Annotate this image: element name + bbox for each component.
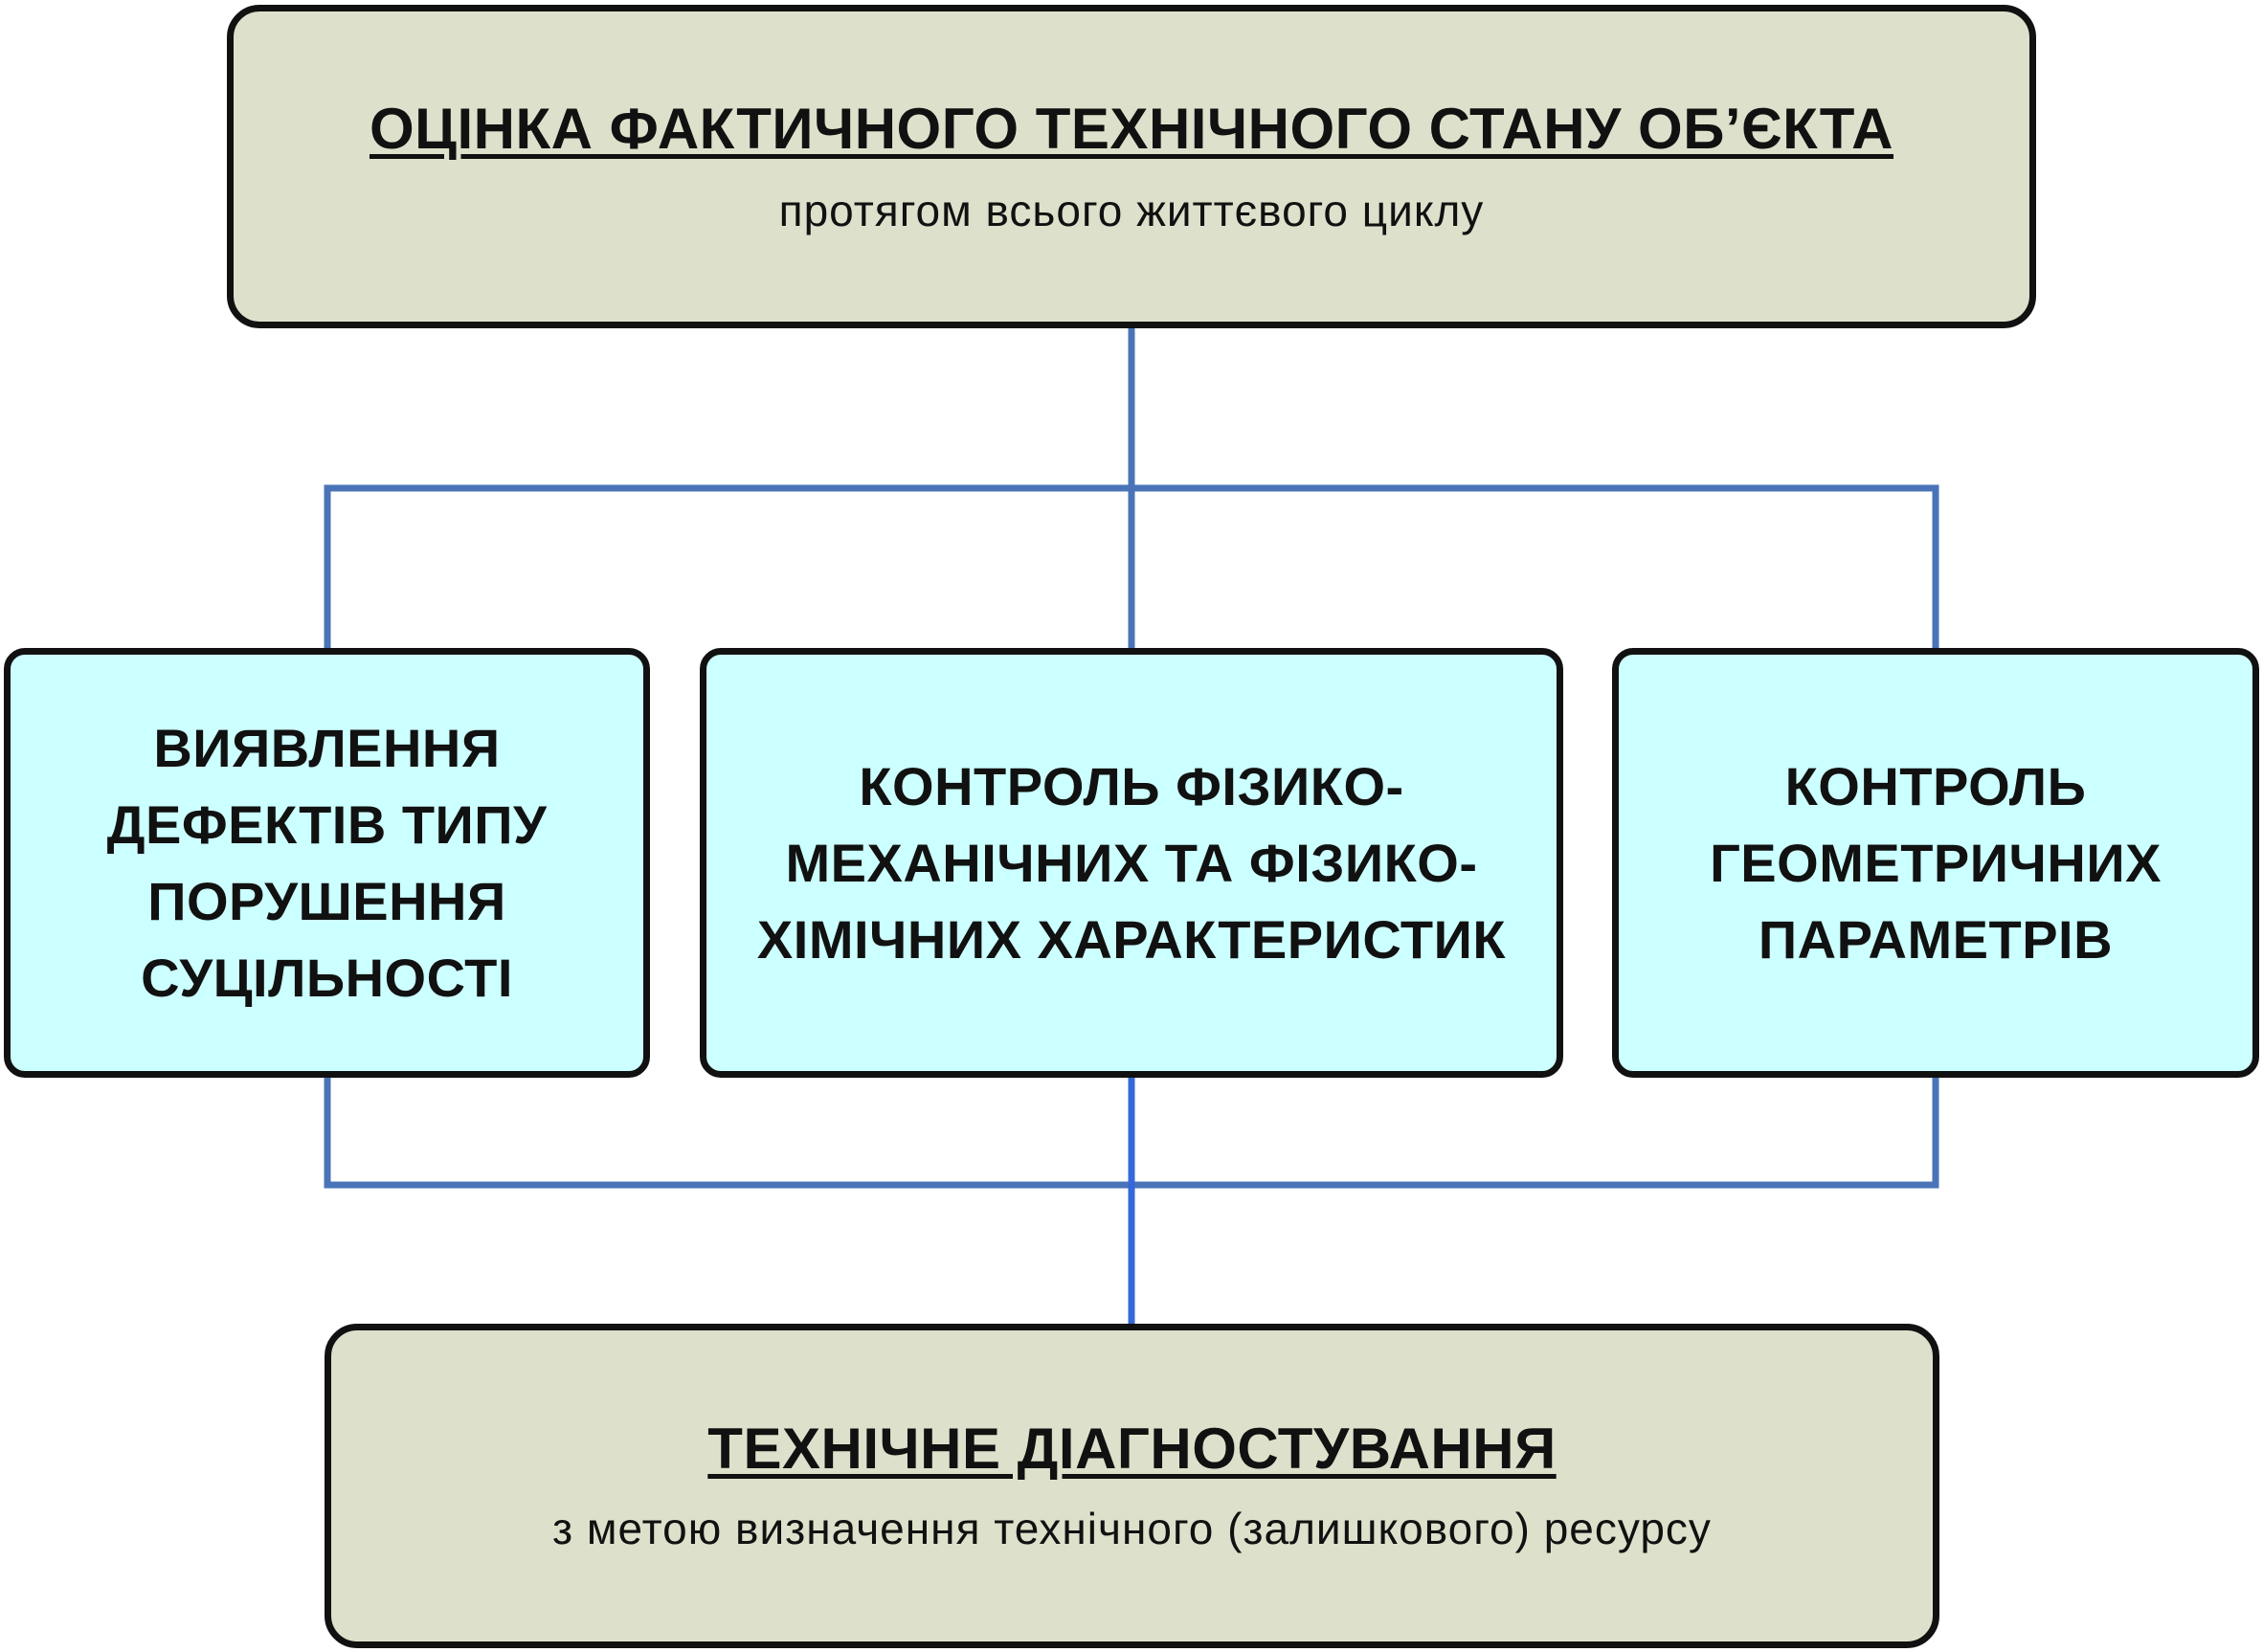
- geometry-control-label: КОНТРОЛЬ ГЕОМЕТРИЧНИХ ПАРАМЕТРІВ: [1710, 748, 2162, 978]
- properties-control-line: МЕХАНІЧНИХ ТА ФІЗИКО-: [785, 832, 1478, 893]
- assessment-box: ОЦІНКА ФАКТИЧНОГО ТЕХНІЧНОГО СТАНУ ОБ’ЄК…: [227, 5, 2036, 328]
- properties-control-box: КОНТРОЛЬ ФІЗИКО- МЕХАНІЧНИХ ТА ФІЗИКО- Х…: [700, 648, 1563, 1078]
- defect-detection-line: ДЕФЕКТІВ ТИПУ: [106, 793, 548, 855]
- properties-control-line: КОНТРОЛЬ ФІЗИКО-: [859, 755, 1404, 816]
- diagnostics-title: ТЕХНІЧНЕ ДІАГНОСТУВАННЯ: [707, 1417, 1557, 1482]
- geometry-control-box: КОНТРОЛЬ ГЕОМЕТРИЧНИХ ПАРАМЕТРІВ: [1612, 648, 2259, 1078]
- properties-control-label: КОНТРОЛЬ ФІЗИКО- МЕХАНІЧНИХ ТА ФІЗИКО- Х…: [757, 748, 1506, 978]
- assessment-title: ОЦІНКА ФАКТИЧНОГО ТЕХНІЧНОГО СТАНУ ОБ’ЄК…: [369, 96, 1893, 161]
- defect-detection-label: ВИЯВЛЕННЯ ДЕФЕКТІВ ТИПУ ПОРУШЕННЯ СУЦІЛЬ…: [107, 710, 548, 1016]
- defect-detection-line: СУЦІЛЬНОСТІ: [141, 947, 513, 1008]
- diagnostics-subtitle: з метою визначення технічного (залишково…: [552, 1504, 1712, 1554]
- assessment-subtitle: протягом всього життєвого циклу: [778, 185, 1485, 235]
- defect-detection-line: ВИЯВЛЕННЯ: [153, 717, 501, 778]
- geometry-control-line: ГЕОМЕТРИЧНИХ: [1710, 832, 2162, 893]
- defect-detection-box: ВИЯВЛЕННЯ ДЕФЕКТІВ ТИПУ ПОРУШЕННЯ СУЦІЛЬ…: [4, 648, 650, 1078]
- properties-control-line: ХІМІЧНИХ ХАРАКТЕРИСТИК: [756, 908, 1507, 970]
- geometry-control-line: ПАРАМЕТРІВ: [1758, 908, 2114, 970]
- diagnostics-box: ТЕХНІЧНЕ ДІАГНОСТУВАННЯ з метою визначен…: [325, 1324, 1939, 1648]
- geometry-control-line: КОНТРОЛЬ: [1784, 755, 2087, 816]
- defect-detection-line: ПОРУШЕННЯ: [147, 870, 506, 931]
